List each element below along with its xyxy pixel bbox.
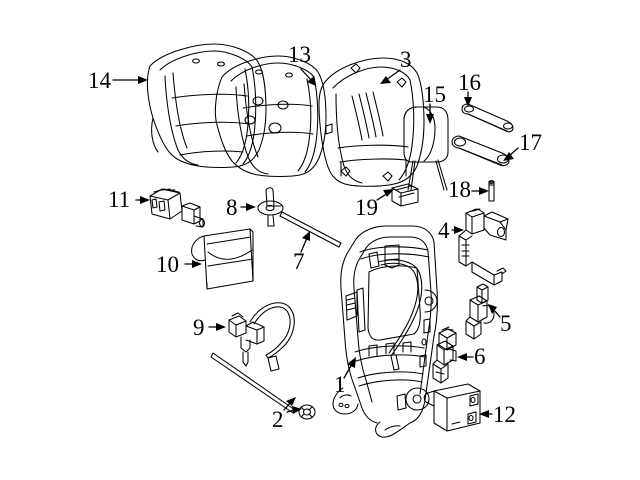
part-19-foam-wedge-block (391, 183, 419, 207)
leader-7 (300, 237, 308, 253)
callout-label-4[interactable]: 4 (438, 218, 450, 243)
callout-label-14[interactable]: 14 (88, 68, 111, 93)
callout-label-9[interactable]: 9 (193, 315, 205, 340)
callout-label-5[interactable]: 5 (500, 311, 512, 336)
part-11-recliner-motor (149, 188, 206, 228)
part-15-head-restraint (403, 106, 449, 191)
callout-label-1[interactable]: 1 (334, 372, 346, 397)
part-13-seat-back-cushion-pad (214, 55, 327, 178)
callout-label-17[interactable]: 17 (519, 130, 542, 155)
part-16-upper-link-arm (461, 103, 514, 133)
callout-label-12[interactable]: 12 (493, 402, 516, 427)
callout-label-19[interactable]: 19 (355, 195, 378, 220)
callout-label-8[interactable]: 8 (226, 195, 238, 220)
callout-label-11[interactable]: 11 (108, 187, 131, 212)
callout-leader-lines (112, 68, 519, 418)
part-18-pivot-pin (488, 180, 495, 202)
callout-label-2[interactable]: 2 (272, 407, 284, 432)
part-6-height-adjuster-link (432, 326, 457, 384)
part-14-seat-back-cover (146, 43, 267, 169)
callout-label-15[interactable]: 15 (423, 82, 446, 107)
callout-label-10[interactable]: 10 (156, 252, 179, 277)
part-10-seat-back-map-pocket (191, 228, 254, 290)
part-5-lumbar-actuator (465, 283, 495, 340)
callout-label-3[interactable]: 3 (400, 47, 412, 72)
part-4-recliner-motor-bracket (458, 208, 509, 286)
leader-3 (385, 69, 401, 81)
part-12-seat-control-module (423, 383, 481, 432)
callout-label-7[interactable]: 7 (293, 249, 305, 274)
part-9-release-latch-cable (228, 302, 295, 372)
callout-label-13[interactable]: 13 (288, 42, 311, 67)
part-3-seat-back-panel-trim (318, 57, 425, 187)
part-8-adjuster-knob (257, 187, 284, 227)
leader-13 (300, 68, 312, 81)
part-1-seat-back-frame (332, 225, 438, 438)
callout-label-16[interactable]: 16 (458, 70, 481, 95)
callout-label-18[interactable]: 18 (448, 177, 471, 202)
callout-label-6[interactable]: 6 (474, 344, 486, 369)
leader-1 (343, 363, 353, 379)
